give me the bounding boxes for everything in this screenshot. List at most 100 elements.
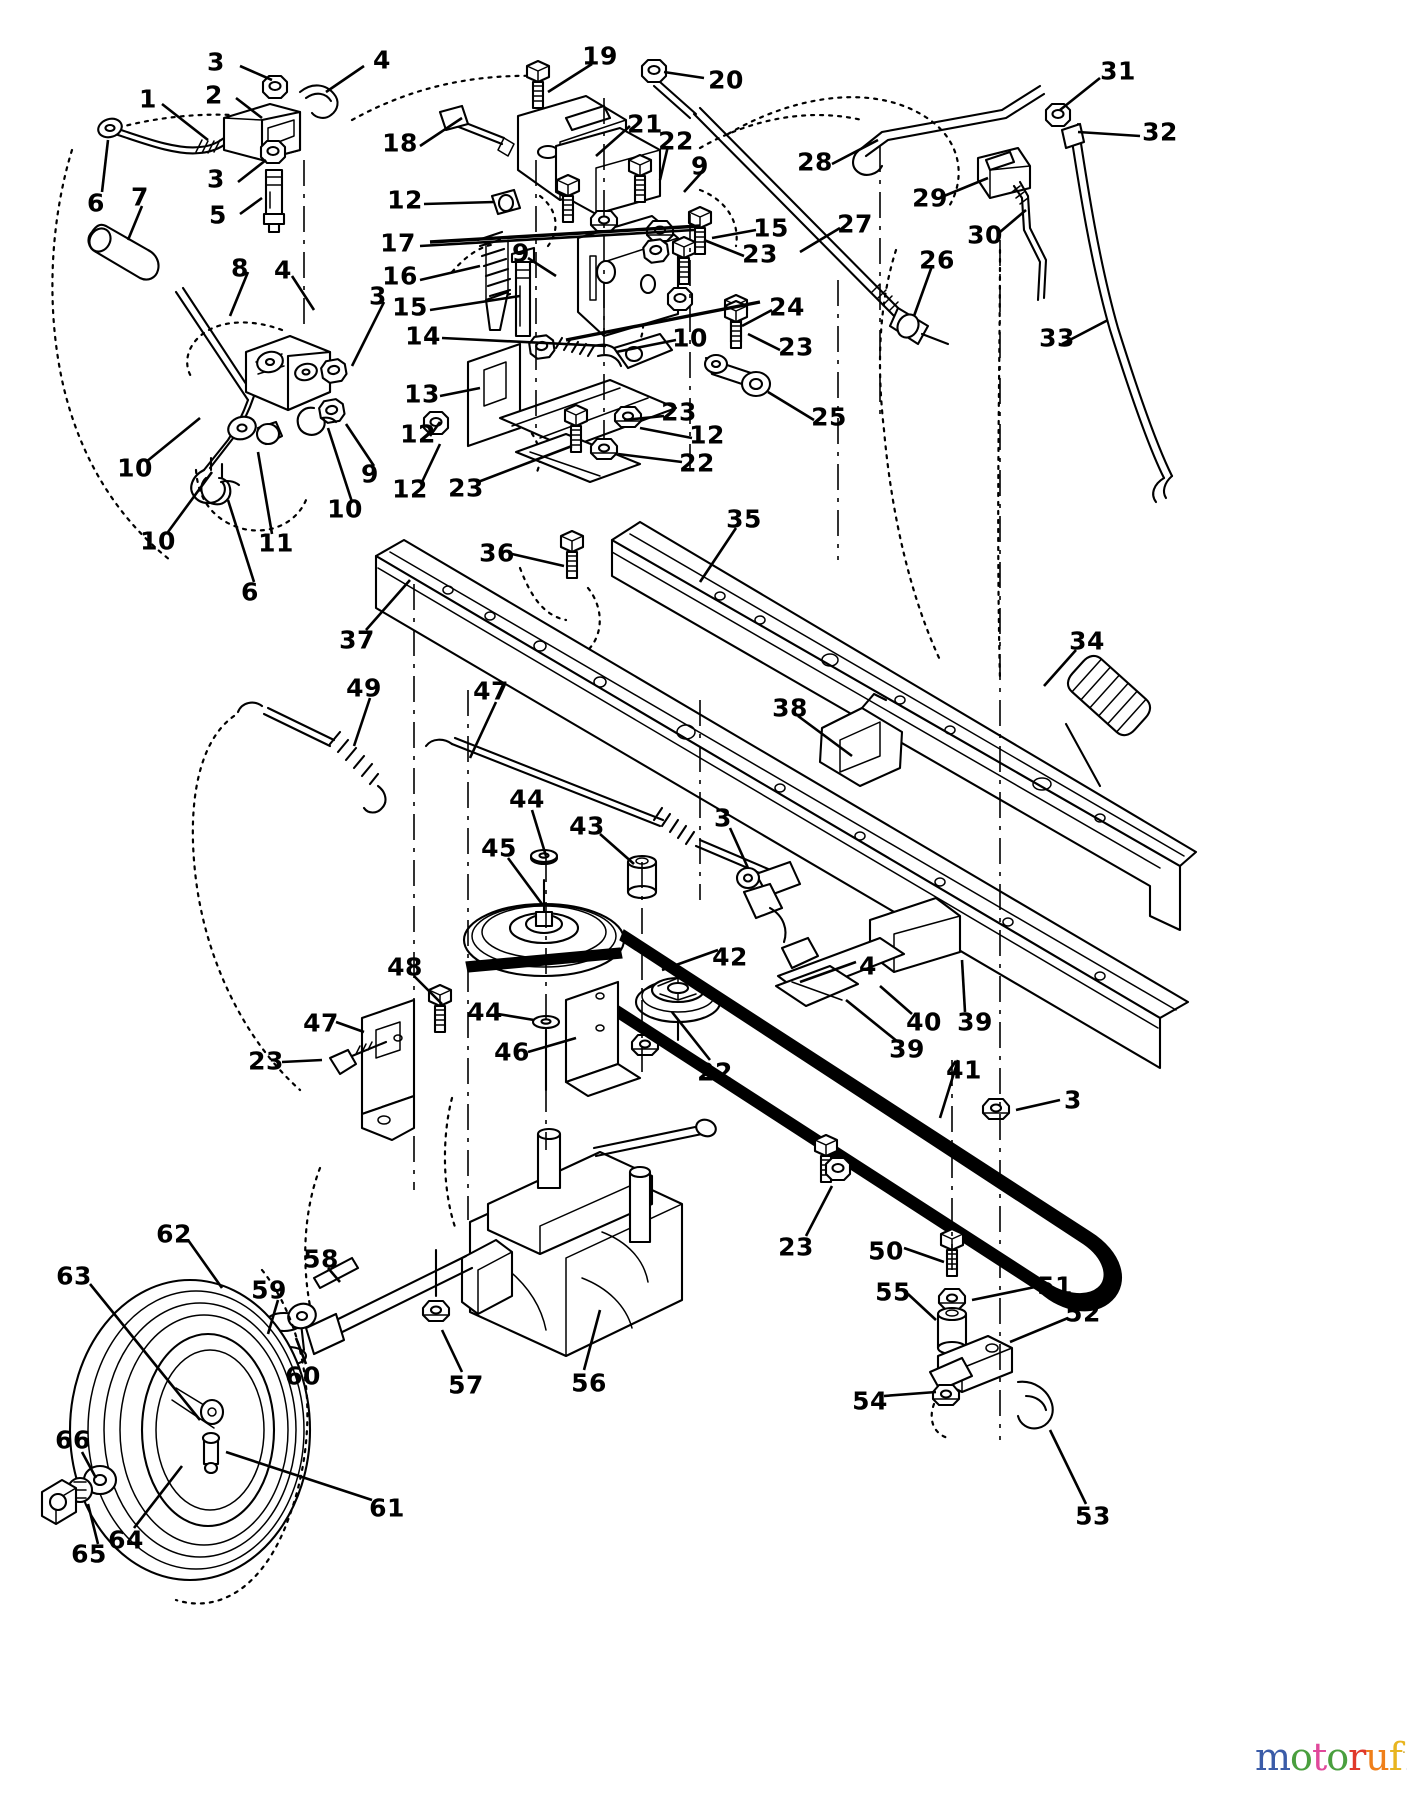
callout-number-15: 15 [392, 292, 428, 322]
callout-number-18: 18 [382, 128, 418, 158]
callout-number-59: 59 [251, 1275, 287, 1305]
watermark-letter: o [1290, 1735, 1313, 1779]
callout-number-9: 9 [691, 151, 709, 181]
callout-number-46: 46 [494, 1037, 530, 1067]
callout-number-20: 20 [708, 65, 744, 95]
callout-number-51: 51 [1037, 1271, 1073, 1301]
callout-number-19: 19 [582, 41, 618, 71]
callout-number-34: 34 [1069, 626, 1105, 656]
callout-number-9: 9 [361, 459, 379, 489]
callout-number-38: 38 [772, 693, 808, 723]
callout-number-12: 12 [392, 474, 428, 504]
callout-number-1: 1 [139, 84, 157, 114]
callout-number-14: 14 [405, 321, 441, 351]
callout-number-45: 45 [481, 833, 517, 863]
main-frame-rails [374, 520, 1198, 1070]
callout-number-4: 4 [373, 45, 391, 75]
callout-number-3: 3 [369, 281, 387, 311]
callout-number-23: 23 [248, 1046, 284, 1076]
callout-number-39: 39 [957, 1007, 993, 1037]
watermark-letter: o [1326, 1735, 1349, 1779]
callout-number-11: 11 [258, 528, 294, 558]
callout-number-63: 63 [56, 1261, 92, 1291]
callout-number-15: 15 [753, 213, 789, 243]
callout-leader-lines [80, 62, 1141, 1545]
callout-number-2: 2 [205, 80, 223, 110]
callout-number-3: 3 [714, 803, 732, 833]
callout-number-66: 66 [55, 1425, 91, 1455]
callout-number-53: 53 [1075, 1501, 1111, 1531]
construction-centerlines [303, 98, 1001, 1440]
callout-number-65: 65 [71, 1539, 107, 1569]
callout-number-47: 47 [473, 676, 509, 706]
callout-number-52: 52 [1065, 1298, 1101, 1328]
callout-number-31: 31 [1100, 56, 1136, 86]
callout-number-8: 8 [231, 253, 249, 283]
callout-number-12: 12 [400, 419, 436, 449]
callout-number-6: 6 [87, 188, 105, 218]
callout-number-43: 43 [569, 811, 605, 841]
callout-number-55: 55 [875, 1277, 911, 1307]
callout-number-23: 23 [661, 397, 697, 427]
callout-number-7: 7 [131, 182, 149, 212]
callout-number-42: 42 [712, 942, 748, 972]
callout-number-26: 26 [919, 245, 955, 275]
callout-number-4: 4 [859, 951, 877, 981]
callout-number-23: 23 [448, 473, 484, 503]
callout-number-49: 49 [346, 673, 382, 703]
callout-number-64: 64 [108, 1525, 144, 1555]
callout-number-32: 32 [1142, 117, 1178, 147]
callout-number-58: 58 [303, 1244, 339, 1274]
callout-number-56: 56 [571, 1368, 607, 1398]
upper-left-linkage-group [51, 74, 339, 562]
callout-number-29: 29 [912, 183, 948, 213]
callout-number-47: 47 [303, 1008, 339, 1038]
callout-number-13: 13 [404, 379, 440, 409]
watermark-tld: .de [1405, 1753, 1407, 1775]
callout-number-5: 5 [209, 200, 227, 230]
callout-number-50: 50 [868, 1236, 904, 1266]
callout-number-54: 54 [852, 1386, 888, 1416]
callout-number-3: 3 [1064, 1085, 1082, 1115]
lower-right-hardware [813, 1097, 1054, 1440]
callout-number-44: 44 [467, 997, 503, 1027]
callout-number-16: 16 [382, 261, 418, 291]
callout-number-27: 27 [837, 209, 873, 239]
callout-number-3: 3 [207, 47, 225, 77]
callout-number-10: 10 [117, 453, 153, 483]
callout-number-21: 21 [627, 109, 663, 139]
callout-number-23: 23 [778, 1232, 814, 1262]
callout-number-40: 40 [906, 1007, 942, 1037]
callout-number-62: 62 [156, 1219, 192, 1249]
callout-number-23: 23 [778, 332, 814, 362]
callout-number-12: 12 [689, 420, 725, 450]
watermark-letter: u [1365, 1735, 1390, 1779]
callout-number-39: 39 [889, 1034, 925, 1064]
callout-number-60: 60 [285, 1361, 321, 1391]
callout-number-22: 22 [658, 126, 694, 156]
callout-number-37: 37 [339, 625, 375, 655]
callout-number-25: 25 [811, 402, 847, 432]
watermark-letter: f [1388, 1735, 1403, 1779]
callout-number-24: 24 [769, 292, 805, 322]
callout-number-44: 44 [509, 784, 545, 814]
pulley-belt-group [191, 701, 1122, 1312]
callout-number-57: 57 [448, 1370, 484, 1400]
callout-number-48: 48 [387, 952, 423, 982]
callout-number-30: 30 [967, 220, 1003, 250]
pedal-bracket-group [186, 321, 349, 532]
callout-number-33: 33 [1039, 323, 1075, 353]
callout-number-4: 4 [274, 255, 292, 285]
watermark-letter: r [1348, 1735, 1366, 1779]
transaxle-wheel-group [40, 1096, 717, 1605]
center-control-assembly [350, 58, 864, 484]
callout-number-12: 12 [387, 185, 423, 215]
callout-number-10: 10 [140, 526, 176, 556]
callout-number-36: 36 [479, 538, 515, 568]
callout-number-23: 23 [742, 239, 778, 269]
callout-number-3: 3 [207, 164, 225, 194]
watermark-letter: m [1255, 1735, 1291, 1779]
watermark-dot-icon: · [1401, 1745, 1406, 1761]
